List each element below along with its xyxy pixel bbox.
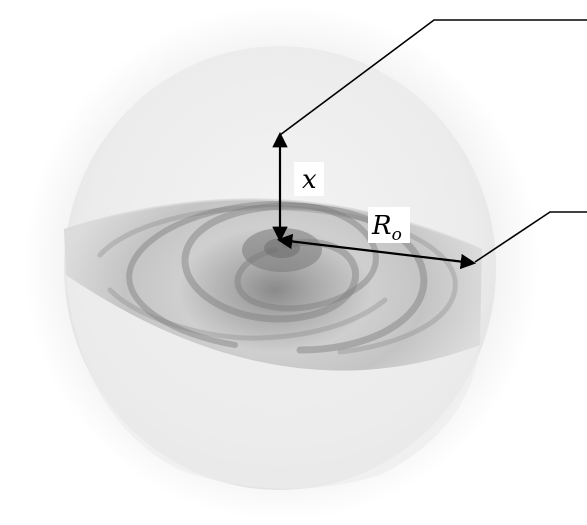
- spiral-arm: [181, 202, 428, 354]
- radius-label-subscript: o: [392, 225, 402, 245]
- leader-line-top: [279, 19, 587, 136]
- sphere-lower-half: [66, 275, 480, 489]
- leader-line-right: [474, 211, 587, 263]
- radius-arrow: [276, 233, 477, 270]
- height-label: x: [302, 165, 317, 195]
- spiral-arm: [107, 287, 388, 341]
- radius-label: Ro: [371, 211, 402, 245]
- radius-label-main: R: [371, 211, 392, 241]
- spiral-arm: [126, 201, 379, 348]
- radius-label-bg: [368, 207, 410, 243]
- height-label-bg: [294, 162, 324, 196]
